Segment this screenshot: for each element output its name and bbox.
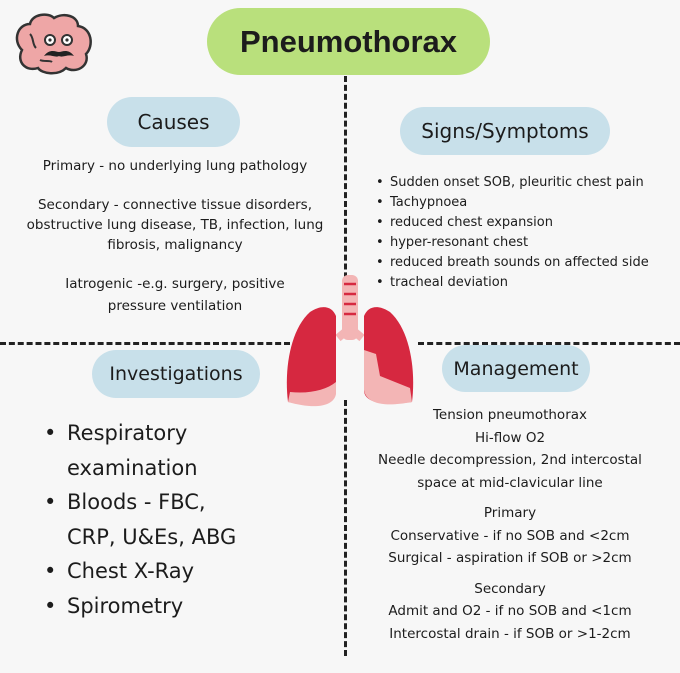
signs-heading-pill: Signs/Symptoms bbox=[400, 107, 610, 155]
causes-iatrogenic-line: Iatrogenic -e.g. surgery, positive bbox=[65, 276, 285, 292]
list-item: tracheal deviation bbox=[376, 273, 649, 293]
list-item: hyper-resonant chest bbox=[376, 233, 649, 253]
page-title: Pneumothorax bbox=[239, 23, 458, 59]
causes-heading-pill: Causes bbox=[107, 97, 240, 147]
lungs-icon bbox=[286, 275, 414, 407]
list-item: examination bbox=[67, 455, 198, 480]
management-heading: Management bbox=[453, 357, 579, 380]
management-subheading: Secondary bbox=[474, 580, 546, 597]
list-item: reduced breath sounds on affected side bbox=[376, 253, 649, 273]
management-line: space at mid-clavicular line bbox=[417, 474, 603, 491]
management-line: Admit and O2 - if no SOB and <1cm bbox=[388, 603, 632, 619]
list-item: •Chest X-Ray bbox=[44, 559, 195, 583]
causes-primary: Primary - no underlying lung pathology bbox=[42, 158, 308, 174]
management-line: Surgical - aspiration if SOB or >2cm bbox=[388, 550, 632, 566]
causes-content: Primary - no underlying lung pathology S… bbox=[0, 156, 350, 316]
investigations-heading: Investigations bbox=[109, 363, 243, 385]
brain-mascot-icon bbox=[15, 13, 92, 75]
management-line: Conservative - if no SOB and <2cm bbox=[390, 527, 630, 544]
divider-horizontal-left bbox=[0, 342, 290, 345]
causes-iatrogenic-line: pressure ventilation bbox=[107, 298, 243, 314]
divider-vertical-bottom bbox=[344, 400, 347, 656]
signs-list: Sudden onset SOB, pleuritic chest pain T… bbox=[376, 173, 649, 293]
management-heading-pill: Management bbox=[442, 345, 590, 392]
list-item: •Respiratory bbox=[44, 421, 188, 445]
title-pill: Pneumothorax bbox=[207, 8, 490, 75]
investigations-list: •Respiratory examination •Bloods - FBC, … bbox=[44, 416, 236, 623]
causes-secondary-line: obstructive lung disease, TB, infection,… bbox=[26, 217, 324, 233]
management-line: Hi-flow O2 bbox=[474, 429, 546, 446]
causes-secondary-line: Secondary - connective tissue disorders, bbox=[37, 197, 313, 213]
signs-heading: Signs/Symptoms bbox=[421, 119, 589, 143]
list-item: reduced chest expansion bbox=[376, 213, 649, 233]
divider-vertical-top bbox=[344, 76, 347, 332]
divider-horizontal-right bbox=[418, 342, 680, 345]
causes-secondary-line: fibrosis, malignancy bbox=[107, 237, 243, 253]
management-line: Intercostal drain - if SOB or >1-2cm bbox=[389, 625, 631, 642]
management-subheading: Primary bbox=[483, 505, 537, 521]
list-item: Tachypnoea bbox=[376, 193, 649, 213]
list-item: CRP, U&Es, ABG bbox=[67, 524, 237, 549]
management-line: Needle decompression, 2nd intercostal bbox=[378, 452, 642, 468]
causes-heading: Causes bbox=[137, 110, 210, 134]
investigations-heading-pill: Investigations bbox=[92, 350, 260, 398]
management-content: Tension pneumothorax Hi-flow O2 Needle d… bbox=[350, 404, 670, 645]
list-item: •Bloods - FBC, bbox=[44, 490, 206, 514]
list-item: •Spirometry bbox=[44, 593, 184, 618]
management-line: Tension pneumothorax bbox=[432, 407, 588, 423]
list-item: Sudden onset SOB, pleuritic chest pain bbox=[376, 173, 649, 193]
